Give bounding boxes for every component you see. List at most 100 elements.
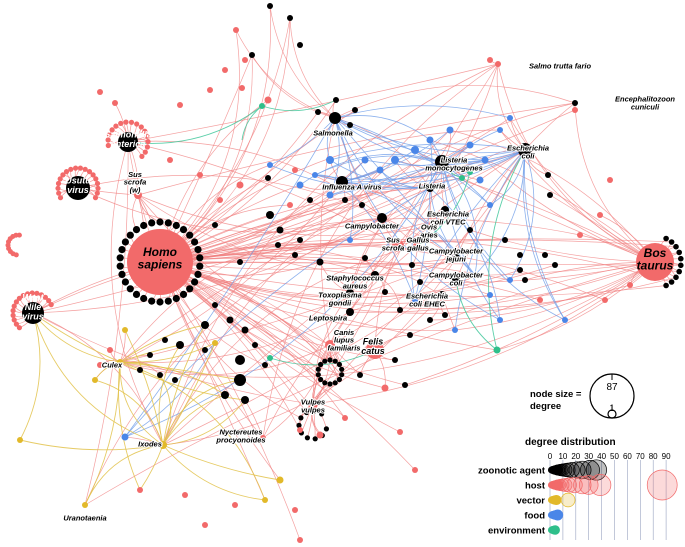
network-node xyxy=(179,290,188,298)
network-node xyxy=(663,235,669,242)
node-label-line: Usutu xyxy=(65,175,91,185)
network-edge xyxy=(397,149,526,247)
dist-point xyxy=(550,525,560,535)
dist-tick-label: 40 xyxy=(597,452,606,461)
node-label-line: Culex xyxy=(102,361,123,370)
hub-node-susw xyxy=(134,191,142,199)
network-node xyxy=(92,377,98,383)
dist-point xyxy=(580,460,600,480)
network-node xyxy=(262,362,268,368)
network-node xyxy=(196,262,204,270)
network-node xyxy=(241,396,249,404)
network-node xyxy=(466,141,474,149)
network-node xyxy=(412,467,418,473)
network-edge xyxy=(461,177,656,263)
network-node xyxy=(196,254,204,262)
network-edge xyxy=(162,399,246,446)
network-node xyxy=(162,337,168,343)
node-label-line: coli EHEC xyxy=(409,300,445,309)
network-node xyxy=(297,537,303,543)
node-label-line: aureus xyxy=(343,282,368,291)
network-node xyxy=(17,437,23,443)
dist-point xyxy=(560,492,576,508)
network-node xyxy=(259,103,265,109)
network-node xyxy=(122,327,128,333)
network-node xyxy=(297,237,303,243)
network-edge xyxy=(509,149,535,281)
network-node xyxy=(235,355,245,365)
hub-node-enceph xyxy=(572,100,578,106)
network-node xyxy=(11,317,17,323)
network-edge xyxy=(32,187,431,314)
network-node xyxy=(191,238,199,246)
network-node xyxy=(242,57,248,63)
node-label-culex: Culex xyxy=(102,361,123,370)
network-edge xyxy=(349,294,443,313)
network-edge xyxy=(159,54,253,263)
hub-node-westnile xyxy=(22,302,44,324)
network-edge xyxy=(329,274,376,346)
network-node xyxy=(412,297,418,303)
size-legend: node size = degree 87 1 xyxy=(530,373,635,419)
network-node xyxy=(57,195,64,201)
node-label-line: lupus xyxy=(334,336,354,345)
network-edge xyxy=(409,261,656,336)
network-node xyxy=(673,243,679,250)
network-node xyxy=(212,222,218,228)
network-node xyxy=(123,119,129,125)
network-edge xyxy=(349,63,499,294)
network-node xyxy=(446,126,454,134)
network-node xyxy=(336,361,342,368)
network-node xyxy=(607,177,613,183)
network-edge xyxy=(32,312,164,446)
network-node xyxy=(142,149,148,155)
network-edge xyxy=(159,204,491,263)
dist-tick-label: 30 xyxy=(584,452,593,461)
hub-node-bos xyxy=(636,243,674,281)
network-edge xyxy=(162,444,266,501)
network-node xyxy=(107,347,113,353)
node-label-line: West xyxy=(22,293,44,303)
network-node xyxy=(352,107,358,113)
network-edge xyxy=(414,149,526,301)
network-node xyxy=(55,185,61,191)
network-nodes xyxy=(5,3,684,543)
network-node xyxy=(144,133,150,139)
network-node xyxy=(48,302,54,308)
network-edge xyxy=(334,117,491,206)
network-node xyxy=(497,127,503,133)
network-edge xyxy=(119,149,526,363)
network-edge xyxy=(419,261,656,283)
network-edge xyxy=(455,149,526,281)
network-edge xyxy=(404,261,656,386)
network-node xyxy=(287,202,293,208)
node-label-line: gallus xyxy=(406,244,429,253)
network-edge xyxy=(159,374,172,446)
network-node xyxy=(339,372,345,378)
network-node xyxy=(427,317,433,323)
network-node xyxy=(663,282,669,289)
network-node xyxy=(552,262,558,268)
network-edge xyxy=(162,63,499,446)
network-edge xyxy=(119,324,206,363)
node-label-line: (w) xyxy=(130,186,141,195)
network-edge xyxy=(32,312,121,363)
network-edge xyxy=(119,257,457,363)
dist-point xyxy=(573,460,592,480)
hub-node-toxo xyxy=(346,289,354,297)
network-node xyxy=(315,366,321,372)
network-edge xyxy=(124,117,336,438)
network-node xyxy=(267,162,273,168)
network-node xyxy=(459,175,465,181)
network-node xyxy=(121,238,129,246)
network-node xyxy=(332,358,338,364)
network-edge xyxy=(269,149,526,190)
network-node xyxy=(298,415,304,421)
network-node xyxy=(234,374,246,386)
network-node xyxy=(212,340,218,346)
network-node xyxy=(312,172,318,178)
